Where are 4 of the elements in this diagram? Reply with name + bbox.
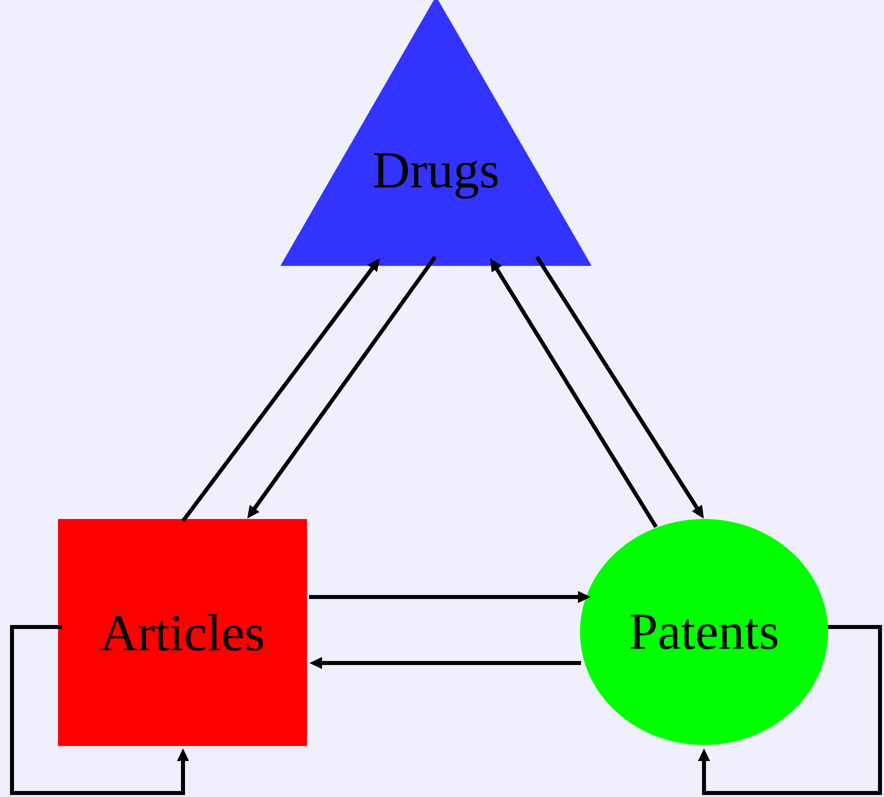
triangle-node: Drugs xyxy=(280,0,592,266)
ellipse-node: Patents xyxy=(580,518,828,745)
loop-arrow xyxy=(698,624,882,795)
square-node: Articles xyxy=(58,518,307,746)
